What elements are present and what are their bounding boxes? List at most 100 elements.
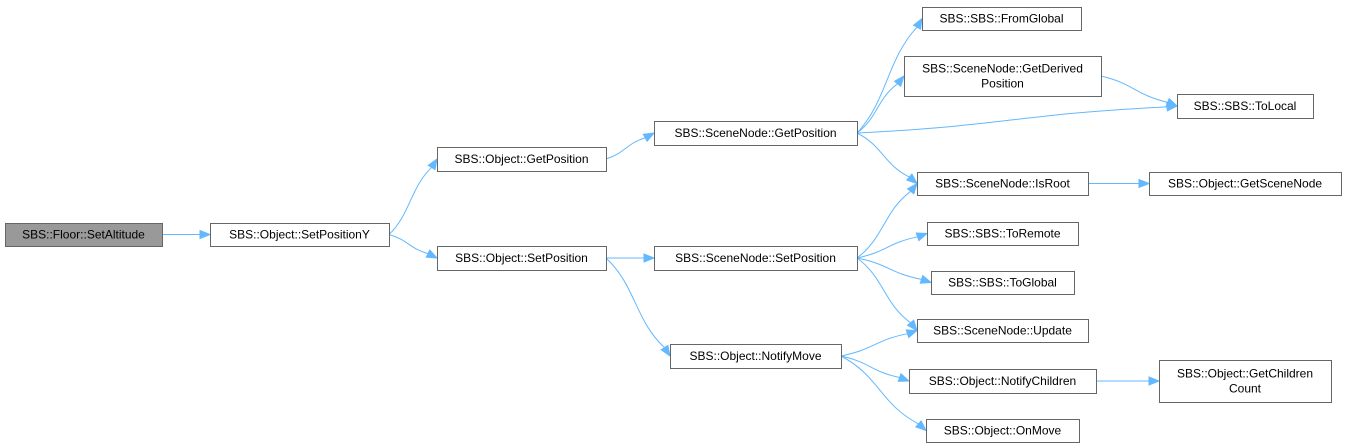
node-object-getscenenode[interactable]: SBS::Object::GetSceneNode (1149, 172, 1342, 196)
arrowhead-icon (914, 420, 928, 432)
arrowhead-icon (643, 253, 656, 263)
node-box (922, 7, 1082, 31)
node-scenenode-update[interactable]: SBS::SceneNode::Update (917, 319, 1089, 343)
node-scenenode-getposition[interactable]: SBS::SceneNode::GetPosition (654, 121, 858, 146)
arrowhead-icon (427, 157, 438, 171)
node-box (654, 246, 858, 271)
node-object-notifymove[interactable]: SBS::Object::NotifyMove (670, 344, 842, 369)
node-sbs-toremote[interactable]: SBS::SBS::ToRemote (927, 222, 1079, 246)
node-label: SBS::SceneNode::Update (933, 324, 1072, 338)
arrowhead-icon (425, 249, 439, 259)
node-label: SBS::Object::NotifyChildren (929, 374, 1076, 388)
node-sbs-toglobal[interactable]: SBS::SBS::ToGlobal (931, 271, 1075, 295)
edge-scenenode_setposition-to-scenenode_update (856, 257, 918, 332)
edge-scenenode_setposition-to-sbs_toremote (856, 232, 929, 259)
node-object-getposition[interactable]: SBS::Object::GetPosition (437, 147, 607, 172)
edge-object_notifymove-to-object_onmove (840, 355, 928, 432)
node-label: SBS::Object::GetChildren (1177, 367, 1313, 381)
edge-line (856, 132, 910, 178)
node-floor-setaltitude[interactable]: SBS::Floor::SetAltitude (5, 223, 163, 247)
edge-line (388, 234, 429, 255)
edge-line (605, 257, 665, 348)
edge-object_setposition-to-object_notifymove (605, 257, 671, 358)
node-object-onmove[interactable]: SBS::Object::OnMove (926, 419, 1080, 443)
edge-line (856, 190, 912, 259)
edge-line (388, 167, 432, 235)
edge-line (840, 355, 900, 379)
arrowhead-icon (919, 274, 933, 284)
edge-scenenode_getposition-to-scenenode_getderivedposition (856, 74, 905, 134)
arrowhead-icon (897, 372, 911, 382)
edge-line (840, 355, 919, 425)
node-label: SBS::Object::NotifyMove (689, 349, 821, 363)
node-box (5, 223, 163, 247)
node-label: SBS::SBS::ToRemote (944, 227, 1060, 241)
arrowhead-icon (199, 229, 212, 240)
node-box (670, 344, 842, 369)
arrowhead-icon (906, 182, 918, 195)
node-box (909, 369, 1097, 394)
edge-line (856, 257, 911, 324)
arrowhead-icon (906, 319, 918, 332)
arrowhead-icon (660, 344, 671, 358)
edge-scenenode_getposition-to-scenenode_isroot (856, 132, 919, 185)
edge-object_setpositiony-to-object_setposition (388, 234, 439, 259)
node-label: SBS::SceneNode::GetDerived (922, 62, 1083, 76)
edge-line (856, 236, 918, 259)
node-box (917, 172, 1089, 196)
node-scenenode-isroot[interactable]: SBS::SceneNode::IsRoot (917, 172, 1089, 196)
node-sbs-tolocal[interactable]: SBS::SBS::ToLocal (1177, 94, 1314, 119)
node-label: SBS::SBS::ToGlobal (948, 276, 1057, 290)
node-box (437, 147, 607, 172)
node-label: SBS::SceneNode::GetPosition (674, 126, 836, 140)
node-label: Position (981, 77, 1024, 91)
node-label: SBS::Object::SetPositionY (229, 228, 370, 242)
edge-object_getposition-to-scenenode_getposition (605, 132, 656, 160)
node-box (926, 419, 1080, 443)
arrowhead-icon (1148, 376, 1161, 386)
arrowhead-icon (642, 132, 656, 143)
node-sbs-fromglobal[interactable]: SBS::SBS::FromGlobal (922, 7, 1082, 31)
edge-object_setpositiony-to-object_getposition (388, 157, 438, 235)
edge-line (856, 26, 918, 134)
node-box (654, 121, 858, 146)
node-label: SBS::SBS::ToLocal (1194, 99, 1297, 113)
node-object-notifychildren[interactable]: SBS::Object::NotifyChildren (909, 369, 1097, 394)
node-label: SBS::Object::GetSceneNode (1168, 177, 1322, 191)
edge-line (856, 83, 898, 134)
edge-object_notifychildren-to-object_getchildrencount (1096, 376, 1161, 386)
edge-line (856, 257, 922, 280)
edge-scenenode_setposition-to-scenenode_isroot (856, 182, 918, 259)
node-label: SBS::Object::SetPosition (455, 251, 588, 265)
node-scenenode-setposition[interactable]: SBS::SceneNode::SetPosition (654, 246, 858, 271)
node-box (210, 223, 390, 247)
node-box (904, 56, 1102, 97)
node-label: SBS::Object::OnMove (944, 424, 1062, 438)
edge-line (856, 106, 1168, 134)
node-object-setpositiony[interactable]: SBS::Object::SetPositionY (210, 223, 390, 247)
node-object-setposition[interactable]: SBS::Object::SetPosition (437, 246, 607, 271)
node-box (931, 271, 1075, 295)
arrowhead-icon (915, 232, 929, 242)
node-label: Count (1229, 382, 1262, 396)
node-label: SBS::Floor::SetAltitude (22, 228, 145, 242)
arrowhead-icon (893, 74, 905, 88)
edge-scenenode_getposition-to-sbs_fromglobal (856, 17, 923, 134)
edges-layer (162, 17, 1179, 432)
node-label: SBS::SceneNode::SetPosition (675, 251, 836, 265)
arrowhead-icon (1165, 97, 1179, 107)
node-box (437, 246, 607, 271)
edge-object_setposition-to-scenenode_setposition (605, 253, 656, 263)
node-box (1159, 360, 1332, 403)
arrowhead-icon (905, 173, 919, 185)
edge-line (1100, 75, 1168, 103)
node-label: SBS::SceneNode::IsRoot (935, 177, 1070, 191)
edge-scenenode_getderivedposition-to-sbs_tolocal (1100, 75, 1179, 107)
edge-scenenode_isroot-to-object_getscenenode (1088, 178, 1151, 189)
edge-line (840, 333, 908, 357)
node-box (917, 319, 1089, 343)
